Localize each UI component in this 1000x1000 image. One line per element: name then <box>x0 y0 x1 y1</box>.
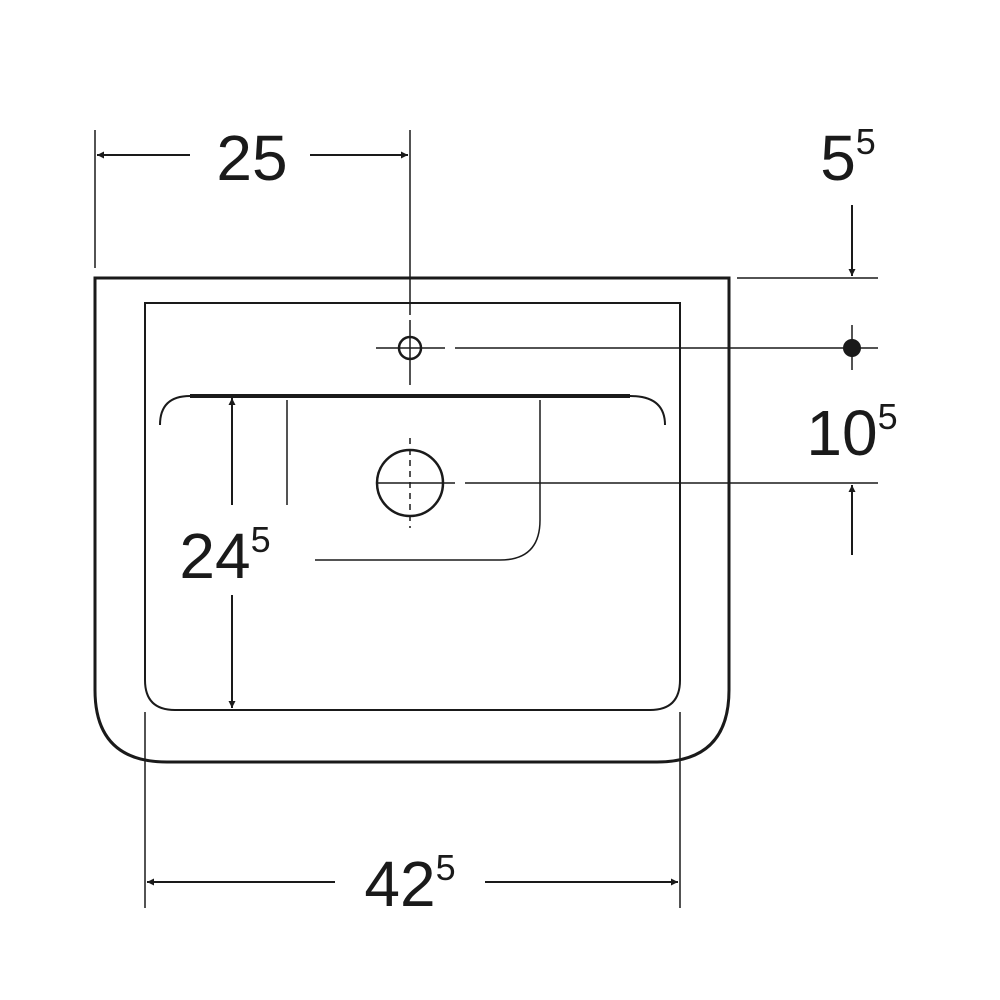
bowl-top-edge <box>159 395 191 426</box>
basin-outer-outline <box>93 276 731 764</box>
dim-overall-width-label: 425 <box>364 847 455 920</box>
bowl-recess-curve <box>315 400 541 561</box>
dim-tap-hole-offset-label: 25 <box>216 122 287 194</box>
dim-tap-hole-to-drain-label: 105 <box>806 396 897 469</box>
bowl-top-edge-right <box>629 395 666 426</box>
basin-inner-rim <box>144 302 681 711</box>
dim-rim-to-tap-hole-label: 55 <box>820 121 876 194</box>
dim-bowl-depth-label: 245 <box>179 519 270 592</box>
